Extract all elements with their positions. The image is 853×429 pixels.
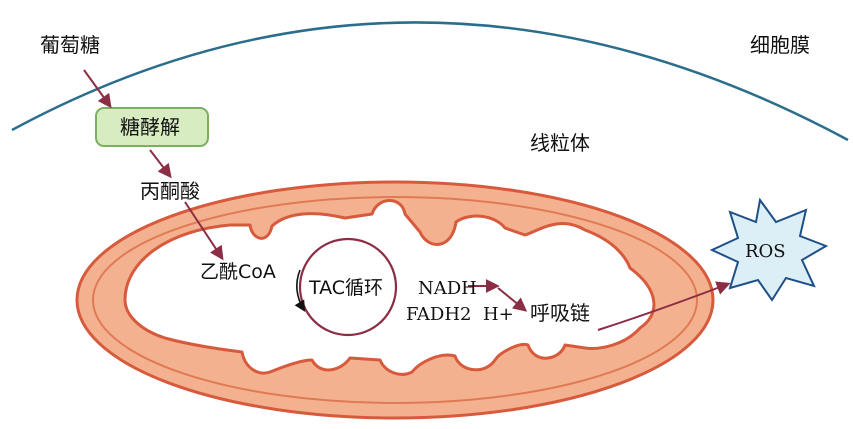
fadh2-label: FADH2 H+ (406, 304, 514, 325)
mitochondrion-label: 线粒体 (530, 131, 590, 155)
pyruvate-label: 丙酮酸 (140, 179, 200, 203)
respiratory-chain-label: 呼吸链 (530, 301, 590, 325)
ros-label: ROS (745, 241, 786, 262)
tac-cycle-label: TAC循环 (308, 277, 383, 299)
nadh-label: NADH (418, 278, 477, 299)
glucose-label: 葡萄糖 (40, 33, 100, 57)
membrane-label: 细胞膜 (750, 33, 810, 57)
arrow-glycolysis-to-pyruvate (150, 150, 170, 176)
glycolysis-label: 糖酵解 (120, 115, 180, 139)
acetylcoa-label: 乙酰CoA (200, 261, 276, 283)
arrow-glucose-to-glycolysis (84, 70, 110, 106)
